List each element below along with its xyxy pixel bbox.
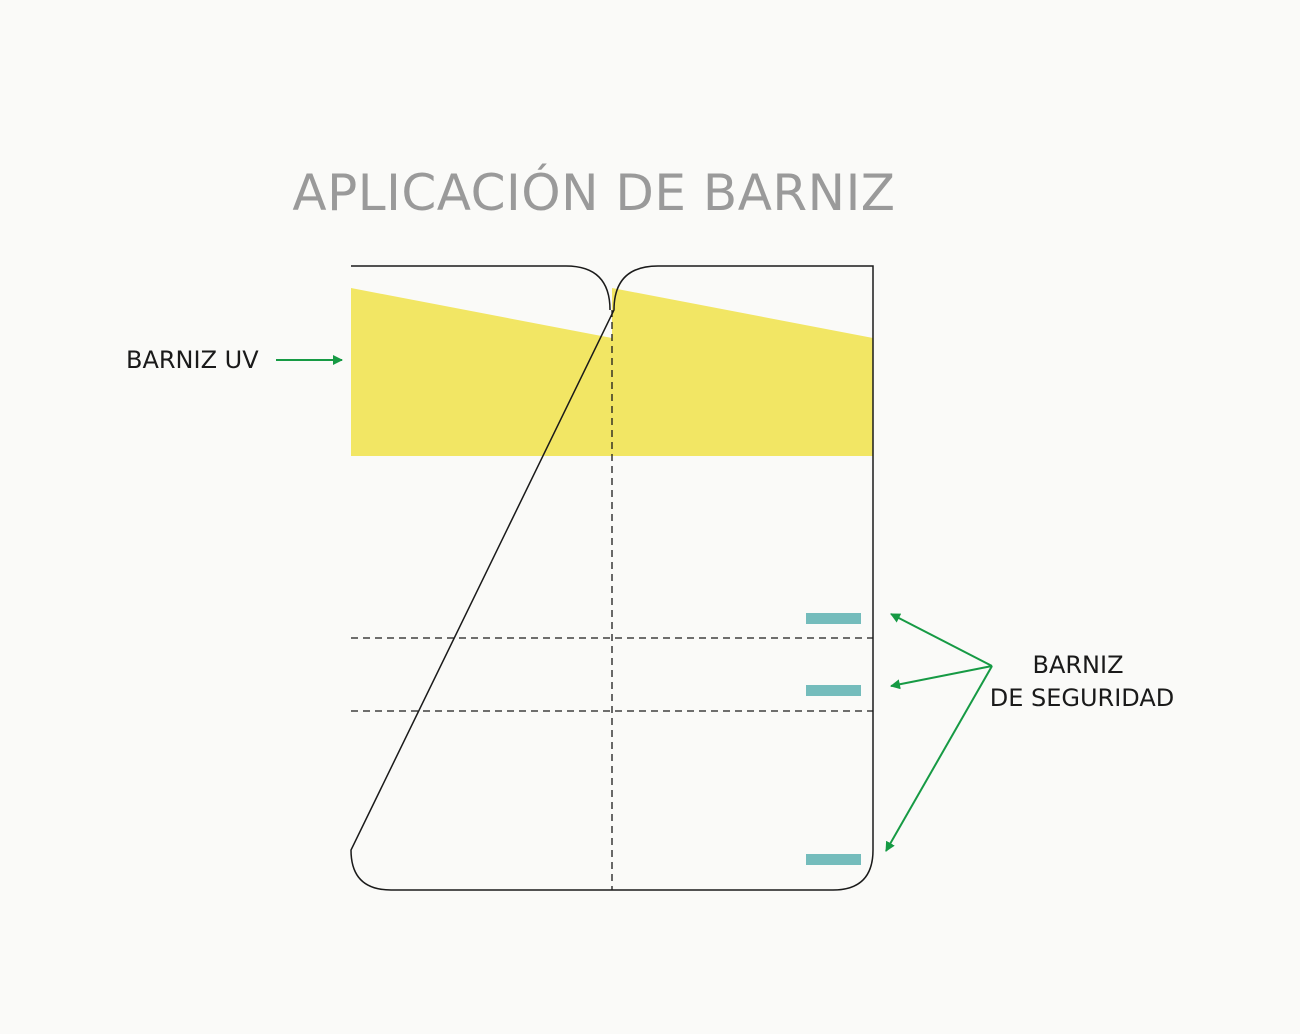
security-varnish-mark-3 bbox=[806, 854, 861, 865]
security-arrow-2 bbox=[890, 665, 993, 690]
package-outline bbox=[350, 265, 874, 891]
security-varnish-mark-1 bbox=[806, 613, 861, 624]
uv-varnish-area-left bbox=[351, 288, 612, 456]
security-varnish-label-line1: BARNIZ bbox=[1032, 651, 1123, 679]
diagram-title: APLICACIÓN DE BARNIZ bbox=[292, 163, 895, 222]
security-arrow-3 bbox=[885, 665, 993, 852]
uv-varnish-area-right bbox=[612, 288, 873, 456]
uv-varnish-label: BARNIZ UV bbox=[126, 346, 259, 374]
security-arrow-1 bbox=[890, 613, 993, 667]
security-varnish-mark-2 bbox=[806, 685, 861, 696]
security-varnish-label-line2: DE SEGURIDAD bbox=[990, 684, 1175, 712]
